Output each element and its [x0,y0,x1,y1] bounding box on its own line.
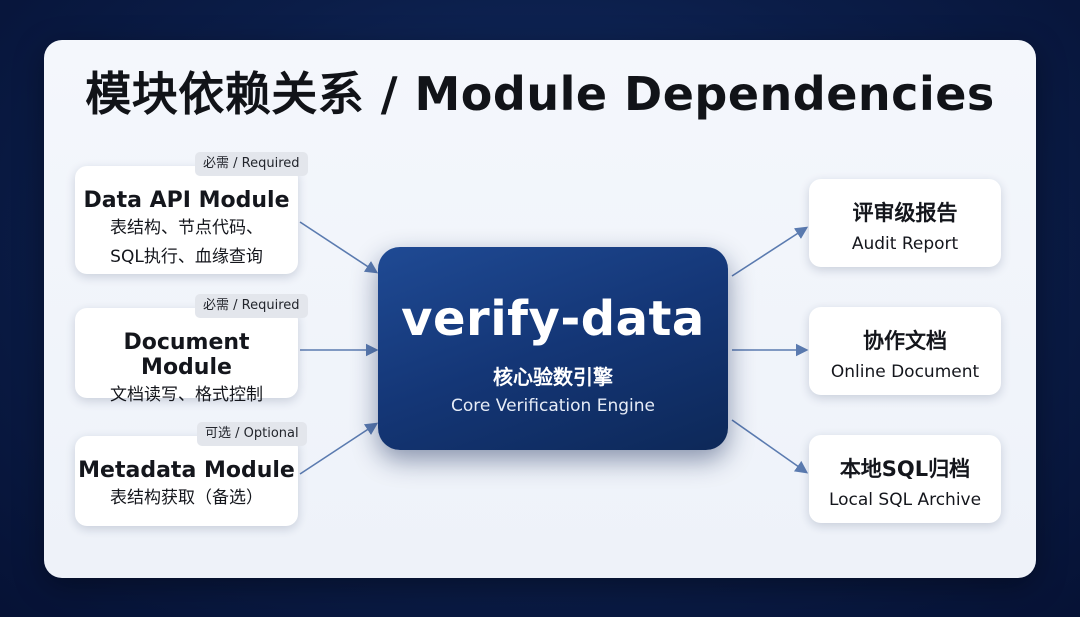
arrow-engine-to-audit-report [731,226,809,277]
online-document-title-zh: 协作文档 [863,329,947,353]
engine-subtitle-en: Core Verification Engine [451,396,655,416]
local-sql-archive-title-zh: 本地SQL归档 [839,457,971,481]
document-module-card: Document Module 文档读写、格式控制 [75,308,298,405]
online-document-title-en: Online Document [830,362,980,382]
arrow-metadata-to-engine [299,422,379,475]
data-api-required-badge: 必需 / Required [195,152,308,176]
audit-report-title-en: Audit Report [851,234,959,254]
document-module-desc: 文档读写、格式控制 [110,385,263,405]
page-title: 模块依赖关系 / Module Dependencies [85,67,995,121]
audit-report-card: 评审级报告 Audit Report [809,179,1001,267]
document-required-badge: 必需 / Required [195,294,308,318]
metadata-module-card: Metadata Module 表结构获取（备选） [75,436,298,526]
data-api-module-title: Data API Module [83,188,290,213]
audit-report-title-zh: 评审级报告 [852,201,958,225]
verify-data-engine-box: verify-data 核心验数引擎 Core Verification Eng… [378,247,728,450]
data-api-module-desc-line1: 表结构、节点代码、 [110,218,263,238]
engine-subtitle-zh: 核心验数引擎 [493,365,613,389]
metadata-module-title: Metadata Module [78,458,295,483]
metadata-optional-badge: 可选 / Optional [197,422,307,446]
arrow-engine-to-sql-archive [731,419,809,474]
data-api-module-card: Data API Module 表结构、节点代码、 SQL执行、血缘查询 [75,166,298,274]
engine-name: verify-data [401,291,705,347]
document-module-title: Document Module [123,330,250,380]
arrow-data-api-to-engine [299,221,379,274]
online-document-card: 协作文档 Online Document [809,307,1001,395]
local-sql-archive-title-en: Local SQL Archive [828,490,982,510]
metadata-module-desc: 表结构获取（备选） [110,488,263,508]
data-api-module-desc-line2: SQL执行、血缘查询 [110,247,263,267]
local-sql-archive-card: 本地SQL归档 Local SQL Archive [809,435,1001,523]
